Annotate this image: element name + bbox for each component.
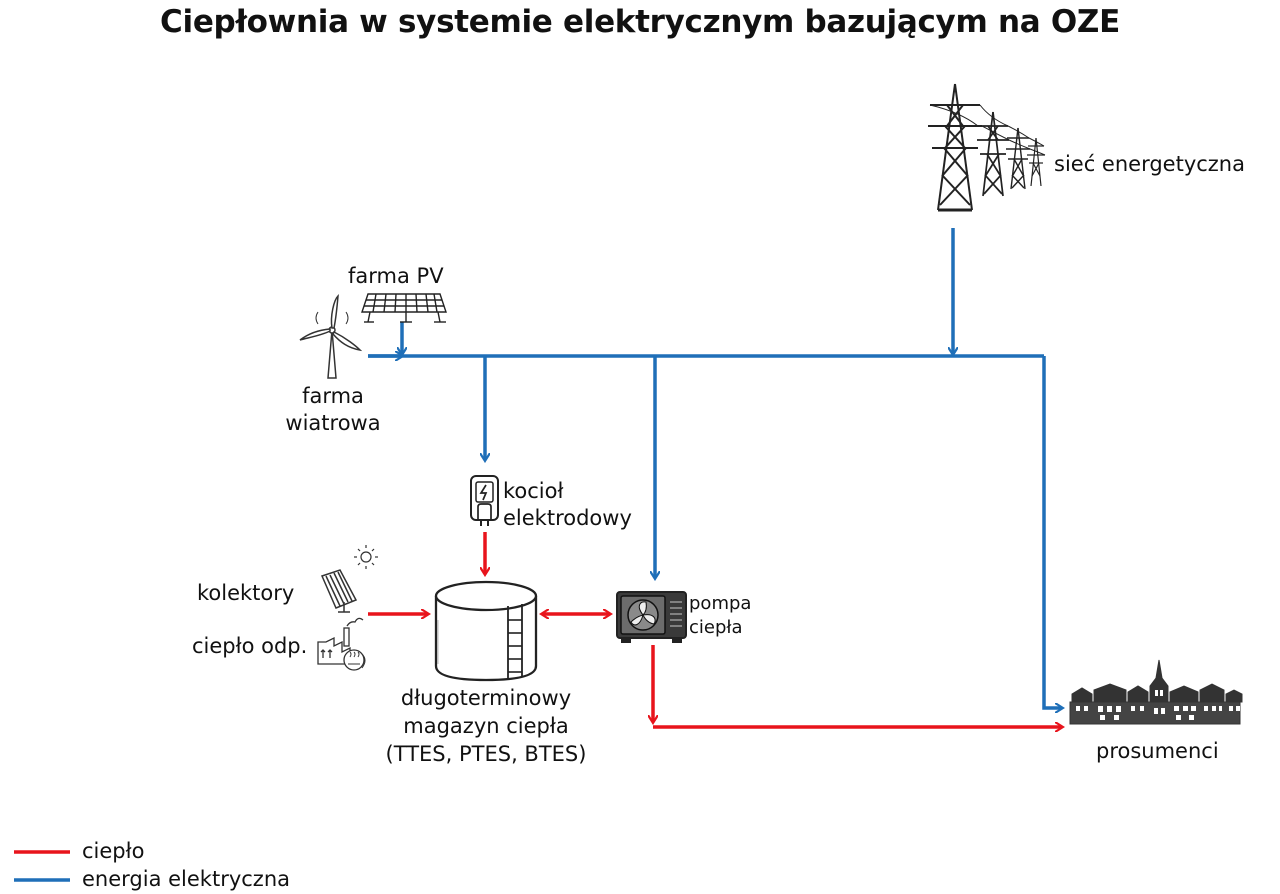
bus-to-prosumers-arrow [1042,356,1062,708]
heat-lines [368,532,1062,727]
heatpump-label: pompa ciepła [689,592,751,640]
grid-label: sieć energetyczna [1054,152,1245,176]
power-pylon-icon [928,83,1046,212]
heatpump-label-line1: pompa [689,593,752,614]
collectors-label: kolektory [197,581,295,605]
town-icon [1069,659,1243,725]
sun-icon [354,545,378,569]
prosumers-label: prosumenci [1096,739,1219,763]
boiler-label-line2: elektrodowy [503,506,632,530]
legend-heat-label: ciepło [82,839,145,863]
page-title: Ciepłownia w systemie elektrycznym bazuj… [160,4,1120,40]
legend-electricity-label: energia elektryczna [82,867,291,891]
solar-collector-icon [320,569,358,613]
electricity-lines [368,228,1062,708]
heatpump-label-line2: ciepła [689,617,743,638]
heat-pump-icon [616,591,687,643]
boiler-label-line1: kocioł [503,479,564,503]
pv-label: farma PV [348,264,444,288]
wind-label: farma wiatrowa [268,383,398,437]
storage-label-line2: magazyn ciepła [403,714,569,738]
storage-label: długoterminowy magazyn ciepła (TTES, PTE… [366,684,606,768]
electrode-boiler-icon [470,475,499,526]
waste-heat-label: ciepło odp. [192,634,308,658]
storage-label-line3: (TTES, PTES, BTES) [385,742,587,766]
solar-panel-icon [361,293,447,323]
wind-turbine-icon [299,294,363,379]
wind-label-line1: farma [302,384,364,408]
storage-label-line1: długoterminowy [400,686,572,710]
boiler-label: kocioł elektrodowy [503,478,632,532]
storage-tank-icon [434,580,538,682]
factory-icon [317,617,366,671]
wind-label-line2: wiatrowa [285,411,381,435]
